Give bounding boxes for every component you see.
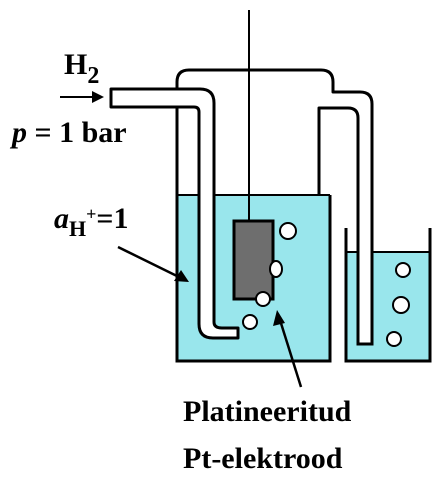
- electrode-arrow: [273, 310, 303, 388]
- right-vessel: [344, 228, 432, 363]
- bubble: [269, 260, 283, 278]
- pressure-label: p = 1 bar: [12, 116, 127, 149]
- activity-arrow: [117, 245, 189, 282]
- bubble: [279, 222, 297, 240]
- electrode-label-line2: Pt-elektrood: [183, 442, 343, 475]
- bubble: [242, 314, 258, 330]
- electrode-label-line1: Platineeritud: [183, 395, 352, 428]
- gas-inflow-arrow: [60, 91, 104, 103]
- activity-label: aH+=1: [54, 202, 129, 241]
- bubble: [386, 331, 402, 347]
- bubble: [255, 291, 271, 307]
- gas-label: H2: [64, 48, 100, 89]
- glass-bell-and-bridge: [175, 68, 374, 346]
- platinized-electrode: [232, 219, 275, 301]
- bubble: [395, 262, 411, 278]
- bubble: [392, 296, 410, 314]
- hydrogen-inlet-tube: [109, 87, 240, 340]
